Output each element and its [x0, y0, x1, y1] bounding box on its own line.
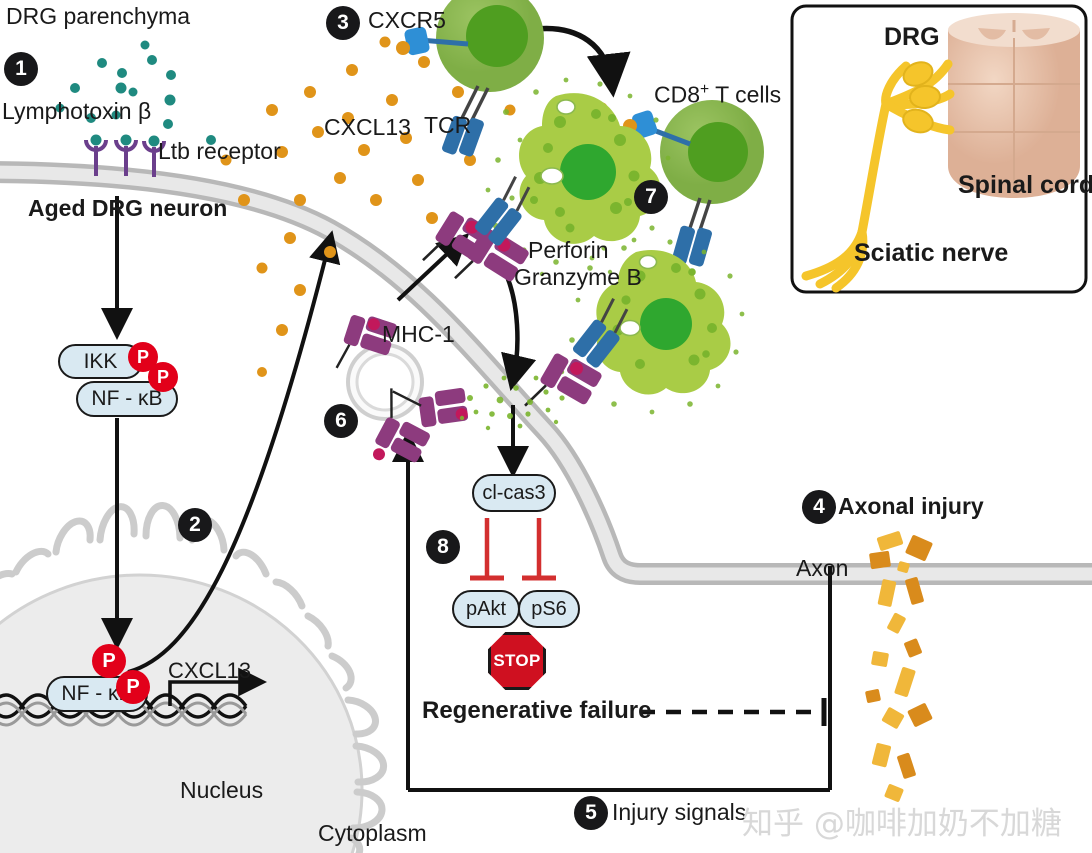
inhibition-bars — [470, 518, 556, 581]
mhc1-membrane-complexes — [422, 176, 629, 407]
spinal-cord-illustration — [948, 13, 1080, 198]
badge-3: 3 — [326, 6, 360, 40]
neuron-membrane — [0, 161, 1092, 585]
sciatic-nerve-illustration — [801, 59, 955, 293]
ltb-receptor-group — [84, 134, 166, 177]
cxcl13-cloud-label: CXCL13 — [324, 114, 411, 140]
pakt-pill: pAkt — [452, 590, 520, 628]
cxcl13-gene-label: CXCL13 — [168, 658, 252, 683]
nucleus-label: Nucleus — [180, 777, 264, 803]
inset-spinal-cord-label: Spinal cord — [958, 171, 1092, 199]
t-cell-cd8 — [623, 100, 764, 267]
mhc1-vesicle-group — [335, 315, 469, 463]
inset-panel — [790, 4, 1088, 294]
drg-ganglia — [902, 61, 941, 134]
cl-cas3-pill: cl-cas3 — [472, 474, 556, 512]
perforin-label: Perforin — [528, 237, 609, 263]
injury-signals-label: Injury signals — [612, 799, 747, 825]
activated-cell-upper — [485, 77, 671, 277]
ps6-pill: pS6 — [518, 590, 580, 628]
cd8-t-cells-suffix: T cells — [709, 81, 782, 108]
axon-label: Axon — [796, 555, 849, 581]
cxcl13-transcription-arrow — [168, 667, 267, 706]
badge-7: 7 — [634, 180, 668, 214]
lymphotoxin-beta-dots — [55, 40, 216, 145]
inset-sciatic-nerve-label: Sciatic nerve — [854, 239, 1009, 267]
cd8-t-cells-prefix: CD8 — [654, 81, 701, 108]
ltb-receptor-label: Ltb receptor — [158, 138, 281, 164]
badge-6: 6 — [324, 404, 358, 438]
badge-8: 8 — [426, 530, 460, 564]
badge-5: 5 — [574, 796, 608, 830]
phospho-dot-nucleus-2: P — [116, 670, 150, 704]
signal-arrows — [101, 25, 832, 792]
cytoplasm-label: Cytoplasm — [318, 820, 427, 846]
cd8-t-cells-label: CD8+ T cells — [654, 81, 782, 108]
phospho-dot-nfkb: P — [148, 362, 178, 392]
granzyme-cloud-cytoplasm — [459, 375, 565, 431]
regenerative-failure-label: Regenerative failure — [422, 697, 652, 724]
drg-parenchyma-label: DRG parenchyma — [6, 3, 191, 29]
granzyme-b-label: Granzyme B — [514, 264, 642, 290]
stop-sign: STOP — [488, 632, 546, 690]
mhc1-label: MHC-1 — [382, 321, 455, 347]
activated-cell-lower — [559, 237, 745, 415]
cd8-superscript-plus: + — [700, 81, 710, 98]
phospho-dot-nucleus-1: P — [92, 644, 126, 678]
axonal-injury-label: Axonal injury — [838, 493, 984, 519]
lymphotoxin-beta-label: Lymphotoxin β — [2, 98, 152, 124]
watermark: 知乎 @咖啡加奶不加糖 — [742, 806, 1062, 842]
tcr-label: TCR — [424, 112, 472, 138]
axon-debris — [865, 531, 933, 802]
inset-drg-label: DRG — [884, 23, 940, 51]
badge-2: 2 — [178, 508, 212, 542]
aged-drg-neuron-label: Aged DRG neuron — [28, 195, 228, 221]
badge-1: 1 — [4, 52, 38, 86]
t-cell-cxcr5 — [396, 0, 544, 157]
badge-4: 4 — [802, 490, 836, 524]
cxcr5-label: CXCR5 — [368, 7, 446, 33]
